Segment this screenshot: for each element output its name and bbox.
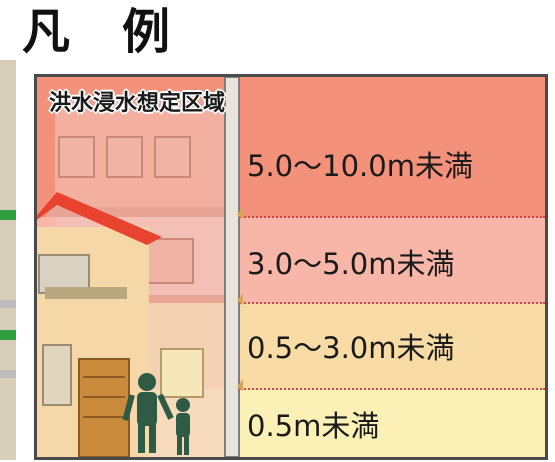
map-gray-road bbox=[0, 370, 16, 378]
house-icon bbox=[37, 192, 162, 457]
depth-label-1: 5.0〜10.0m未満 bbox=[247, 149, 473, 183]
depth-separator bbox=[237, 216, 545, 218]
map-background-strip bbox=[0, 60, 16, 460]
depth-label-4: 0.5m未満 bbox=[247, 409, 380, 443]
map-gray-road bbox=[0, 300, 16, 308]
depth-separator bbox=[237, 302, 545, 304]
legend-heading: 洪水浸水想定区域 bbox=[49, 91, 226, 116]
flood-depth-illustration bbox=[37, 77, 243, 457]
depth-label-2: 3.0〜5.0m未満 bbox=[247, 247, 455, 281]
legend-title: 凡 例 bbox=[22, 4, 173, 60]
depth-label-3: 0.5〜3.0m未満 bbox=[247, 331, 455, 365]
adult-person-icon bbox=[122, 373, 174, 453]
depth-separator bbox=[237, 388, 545, 390]
legend-panel: 洪水浸水想定区域 5.0〜10.0m未満 3.0〜5.0m未満 0.5〜3.0m… bbox=[34, 74, 548, 460]
child-person-icon bbox=[176, 398, 190, 455]
map-road bbox=[0, 330, 16, 340]
depth-scale-icon bbox=[224, 77, 243, 457]
map-road bbox=[0, 210, 16, 220]
